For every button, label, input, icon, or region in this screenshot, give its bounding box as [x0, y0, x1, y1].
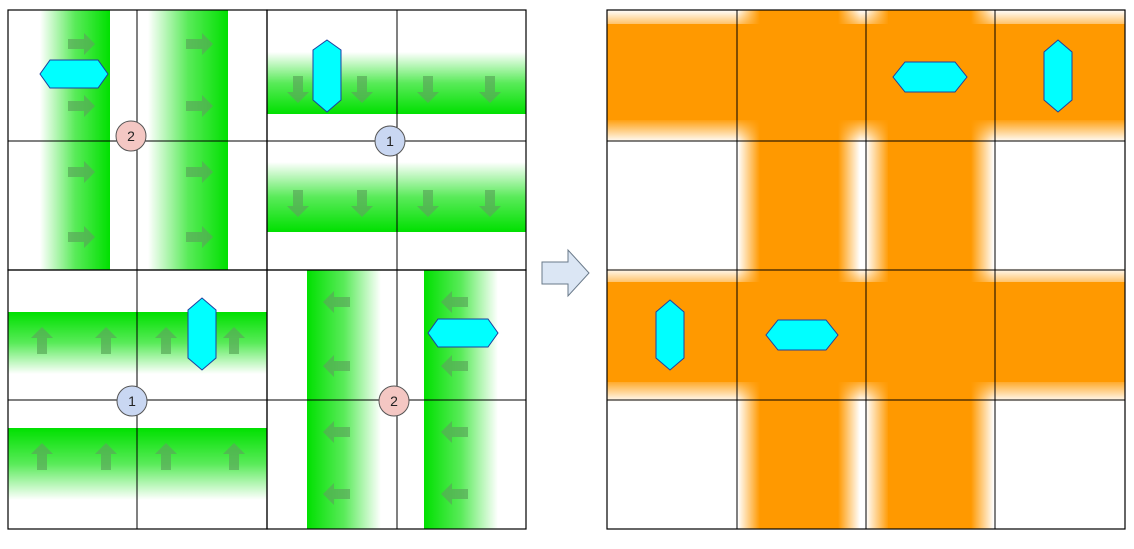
hexagon-icon: [1043, 39, 1073, 113]
panel-bottom-right: 2: [267, 270, 526, 529]
badge-circle: [374, 125, 406, 157]
panel-badge: 2: [127, 128, 135, 144]
hexagon-icon: [892, 61, 968, 93]
panel-badge: 2: [390, 393, 398, 409]
panel-top-left: 2: [8, 10, 267, 270]
panel-badge: 1: [128, 393, 136, 409]
flow-band: [148, 10, 228, 270]
badge-circle: [378, 385, 410, 417]
hexagon-icon: [655, 299, 685, 371]
result-grid: [606, 9, 1126, 530]
panel-top-right: 1: [267, 10, 526, 270]
panel-badge: 1: [386, 133, 394, 149]
right-arrow-icon: [541, 248, 590, 298]
hexagon-icon: [187, 297, 217, 371]
hexagon-icon: [39, 59, 109, 89]
hexagon-icon: [312, 39, 342, 113]
panel-bottom-left: 1: [8, 270, 267, 529]
badge-circle: [116, 385, 148, 417]
badge-circle: [115, 120, 147, 152]
flow-band: [40, 10, 110, 270]
hexagon-icon: [765, 319, 839, 351]
panel-borders: [7, 9, 527, 530]
result-grid-lines: [607, 10, 1125, 529]
hexagon-icon: [427, 318, 499, 348]
